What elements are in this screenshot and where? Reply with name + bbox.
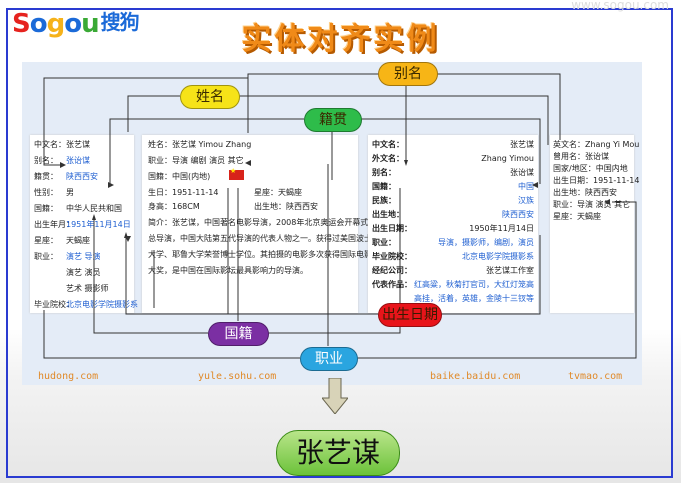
p2-intro: 大学、耶鲁大学荣誉博士学位。其拍摄的电影多次获得国际电影节 [148,250,380,259]
panel-row-text: 星座：天蝎座 [553,212,601,221]
panel-row-text: 职业：导演 演员 其它 [553,200,631,209]
label-alias: 别名 [378,62,438,86]
logo-letter: o [64,9,82,39]
panel-row-text: 国籍： [372,182,396,191]
panel-row-text: 艺术 摄影师 [66,284,109,293]
panel-row-text: 1950年11月14日 [469,224,534,233]
panel-row-text: 天蝎座 [66,236,90,245]
panel-row-text: 张艺谋工作室 [486,266,534,275]
panel-row-text: 籍贯： [34,172,58,181]
watermark-url: www.sogou.com [571,0,669,12]
panel-row-text: 张艺谋 [510,140,534,149]
panel-row-text: 职业： [34,252,58,261]
p2-intro: 总导演，中国大陆第五代导演的代表人物之一。获得过美国波士顿 [148,234,380,243]
label-birth-date: 出生日期 [378,303,442,327]
panel-row-text: 曾用名：张诒谋 [553,152,609,161]
panel-row-text: 出生地：陕西西安 [553,188,617,197]
panel-row-text: 星座： [34,236,58,245]
panel-row-text: 陕西西安 [502,210,534,219]
panel-row-text: 北京电影学院摄影系 [462,252,534,261]
panel-row-text: 经纪公司： [372,266,412,275]
slide-title: 实体对齐实例 [241,22,440,57]
panel-row-text: 毕业院校： [372,252,412,261]
label-nationality: 国籍 [208,322,269,346]
panel-row-text: 张诒谋 [66,156,90,165]
site-label: tvmao.com [568,371,623,382]
p2-job: 职业：导演 编剧 演员 其它 [148,156,244,165]
panel-row-text: 出生日期：1951-11-14 [553,176,640,185]
slide-frame [6,8,673,478]
logo-letter: S [12,9,31,39]
p2-name: 姓名：张艺谋 Yimou Zhang [148,140,252,149]
panel-row-text: 国籍： [34,204,58,213]
panel-row-text: 演艺 导演 [66,252,101,261]
panel-row-text: 职业： [372,238,396,247]
panel-row-text: 性别： [34,188,58,197]
panel-row-text: 别名： [372,168,396,177]
panel-row-text: 中文名： [372,140,404,149]
logo-letter: o [29,9,48,39]
p2-height: 身高：168CM [148,202,200,211]
site-label: baike.baidu.com [430,371,521,382]
p2-intro: 简介：张艺谋，中国著名电影导演，2008年北京奥运会开幕式 [148,218,369,227]
panel-row-text: 汉族 [518,196,534,205]
panel-row-text: 毕业院校： [34,300,74,309]
site-label: yule.sohu.com [198,371,277,382]
panel-row-text: 高挂，活着，英雄，金陵十三钗等 [414,294,534,303]
panel-tvmao: 英文名：Zhang Yi Mou 曾用名：张诒谋国家/地区：中国内地出生日期：19… [550,135,640,313]
panel-row-text: 红高粱，秋菊打官司，大红灯笼高 [414,280,534,289]
panel-row-text: 代表作品： [372,280,412,289]
panel-row-text: 中文名： [34,140,66,149]
panel-row-text: 1951年11月14日 [66,220,131,229]
china-flag-icon [229,167,244,180]
panel-row-text: 中华人民共和国 [66,204,122,213]
p2-nation: 国籍：中国(内地) [148,172,211,181]
panel-row-text: 国家/地区：中国内地 [553,164,628,173]
panel-row-text: 英文名：Zhang Yi Mou [553,140,640,149]
label-native-place: 籍贯 [304,108,362,132]
panel-row-text: 出生地： [372,210,404,219]
panel-row-text: 张艺谋 [66,140,90,149]
panel-row-text: 中国 [518,182,534,191]
panel-row-text: 陕西西安 [66,172,98,181]
panel-row-text: 导演，摄影师，编剧，演员 [438,238,534,247]
logo-cn: 搜狗 [100,10,140,34]
down-arrow-icon [322,378,348,414]
panel-row-text: 民族： [372,196,396,205]
site-label: hudong.com [38,371,99,382]
result-entity: 张艺谋 [276,430,400,476]
logo-letter: u [81,9,99,39]
panel-row-text: 张诒谋 [510,168,534,177]
panel-row-text: 演艺 演员 [66,268,101,277]
panel-row-text: 出生年月： [34,220,74,229]
panel-row-text: 北京电影学院摄影系 [66,300,138,309]
p2-birthplace: 出生地：陕西西安 [254,202,318,211]
panel-row-text: 出生日期： [372,224,412,233]
logo-letter: g [46,9,66,39]
panel-row-text: 外文名： [372,154,404,163]
panel-row-text: 别名： [34,156,58,165]
panel-row-text: Zhang Yimou [481,154,534,163]
p2-star: 星座：天蝎座 [254,188,302,197]
label-occupation: 职业 [300,347,358,371]
label-name: 姓名 [180,85,240,109]
panel-row-text: 男 [66,188,74,197]
p2-birth: 生日：1951-11-14 [148,188,219,197]
panel-baidu: 中文名： 张艺谋外文名： Zhang Yimou 别名： 张诒谋国籍： 中国民族： 汉族出生… [368,135,538,313]
